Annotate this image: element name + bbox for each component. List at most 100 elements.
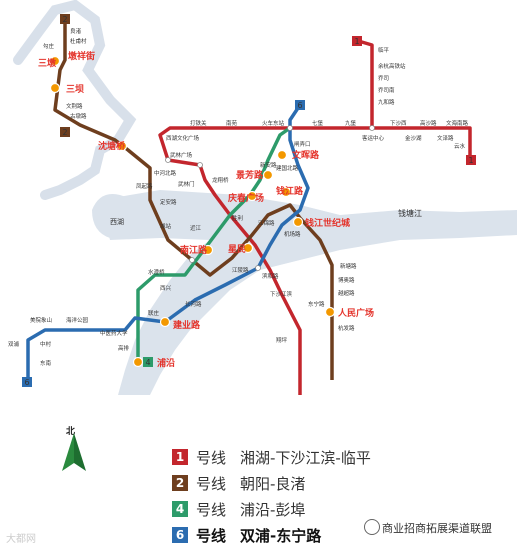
legend-line-2-word: 号线: [196, 474, 227, 493]
svg-text:6: 6: [297, 101, 302, 110]
legend-line-4-badge: 4: [172, 501, 188, 517]
svg-text:西湖文化广场: 西湖文化广场: [166, 134, 200, 142]
interchange-dots: [49, 55, 336, 368]
svg-text:打铁关: 打铁关: [190, 119, 207, 127]
svg-text:九堡: 九堡: [345, 119, 357, 127]
svg-text:闸弄口: 闸弄口: [294, 140, 311, 148]
svg-text:双浦: 双浦: [8, 340, 20, 348]
line-6-marker-bottom: 6: [22, 377, 32, 387]
qiantang-river-label: 钱塘江: [398, 208, 422, 218]
svg-text:长河路: 长河路: [185, 300, 202, 308]
river-grand-canal: [13, 0, 137, 200]
water-west-lake: [92, 194, 139, 239]
legend-line-2-route: 朝阳-良渚: [240, 474, 306, 493]
north-label: 北: [66, 427, 76, 437]
legend-line-1-route: 湘湖-下沙江滨-临平: [240, 448, 371, 467]
svg-text:客运中心: 客运中心: [362, 134, 385, 142]
station-label-wenhui: 文晖路: [291, 149, 320, 161]
legend-line-4-route: 浦沿-彭埠: [240, 500, 306, 519]
svg-text:近江: 近江: [190, 224, 202, 232]
svg-text:火车东站: 火车东站: [262, 119, 285, 127]
watermark-left: 大都网: [6, 534, 36, 545]
legend-line-1-word: 号线: [196, 448, 227, 467]
legend-line-6: 6 号线 双浦-东宁路: [172, 524, 321, 546]
legend-line-6-word: 号线: [196, 526, 227, 545]
line-2-marker-top: 2: [60, 14, 70, 24]
svg-text:越超路: 越超路: [338, 289, 355, 297]
line-2-marker-mid: 2: [60, 127, 70, 137]
svg-text:云水: 云水: [454, 142, 466, 150]
svg-text:定安路: 定安路: [160, 198, 177, 206]
svg-text:南苑: 南苑: [226, 119, 238, 127]
svg-text:西兴: 西兴: [160, 284, 172, 292]
legend-line-2: 2 号线 朝阳-良渚: [172, 472, 305, 494]
svg-text:乔司: 乔司: [378, 75, 389, 82]
svg-text:高排: 高排: [118, 344, 130, 352]
svg-text:2: 2: [62, 15, 67, 24]
svg-text:文泽路: 文泽路: [437, 134, 454, 142]
svg-text:2: 2: [62, 128, 67, 137]
svg-text:中医药大学: 中医药大学: [100, 329, 128, 337]
svg-text:6: 6: [24, 378, 29, 387]
svg-text:七堡: 七堡: [312, 119, 324, 127]
svg-text:滨和路: 滨和路: [262, 272, 279, 280]
wechat-icon: [364, 519, 380, 535]
svg-text:1: 1: [354, 37, 359, 46]
svg-text:东宁路: 东宁路: [308, 300, 325, 308]
north-arrow-icon: [62, 433, 86, 471]
legend-line-4-word: 号线: [196, 500, 227, 519]
svg-text:临平: 临平: [378, 46, 390, 54]
svg-text:博奥路: 博奥路: [338, 276, 355, 284]
svg-text:武林广场: 武林广场: [170, 151, 193, 159]
line-1-marker-east: 1: [466, 155, 476, 165]
svg-text:4: 4: [145, 358, 150, 367]
west-lake-label: 西湖: [110, 217, 124, 226]
station-label-jingfang: 景芳路: [236, 169, 264, 181]
svg-text:东南: 东南: [40, 359, 52, 367]
svg-text:新塘路: 新塘路: [340, 262, 357, 270]
svg-text:杜甫村: 杜甫村: [70, 37, 87, 45]
svg-text:下沙西: 下沙西: [390, 120, 407, 127]
svg-text:龙翔桥: 龙翔桥: [212, 176, 229, 184]
legend-line-4: 4 号线 浦沿-彭埠: [172, 498, 305, 520]
station-label-qingchun: 庆春广场: [227, 192, 264, 204]
svg-text:翔坪: 翔坪: [276, 336, 288, 344]
line-1-marker-top: 1: [352, 36, 362, 46]
station-label-xingmin: 星民: [228, 244, 246, 255]
svg-text:胜利: 胜利: [232, 214, 243, 222]
svg-text:中村: 中村: [40, 340, 52, 348]
legend-line-1: 1 号线 湘湖-下沙江滨-临平: [172, 446, 371, 468]
svg-text:1: 1: [468, 156, 473, 165]
station-dots: [165, 125, 375, 271]
station-label-jianye: 建业路: [173, 319, 201, 331]
legend-line-6-badge: 6: [172, 527, 188, 543]
line-6-path: [26, 104, 310, 380]
station-label-sandun: 三墩: [38, 57, 57, 69]
station-label-renmin: 人民广场: [337, 307, 374, 319]
svg-text:文海南路: 文海南路: [446, 119, 469, 127]
watermark-right: 商业招商拓展渠道联盟: [382, 522, 492, 535]
svg-text:乔司南: 乔司南: [378, 86, 395, 94]
station-label-shenhua: 沈塘桥: [98, 140, 126, 152]
svg-text:海洋公园: 海洋公园: [66, 316, 89, 324]
station-label-puyan: 浦沿: [157, 357, 175, 369]
svg-text:美院象山: 美院象山: [30, 316, 52, 324]
svg-text:凤起路: 凤起路: [136, 182, 153, 190]
line-6-marker-top: 6: [295, 100, 305, 110]
svg-text:文荆路: 文荆路: [66, 102, 83, 110]
svg-text:余杭高铁站: 余杭高铁站: [378, 62, 406, 70]
svg-text:武林门: 武林门: [178, 180, 195, 188]
svg-text:九和路: 九和路: [378, 98, 395, 106]
svg-text:良渚: 良渚: [70, 27, 82, 35]
svg-text:金沙湖: 金沙湖: [405, 134, 422, 142]
station-label-nanjiang: 南江路: [180, 244, 208, 256]
svg-text:高沙路: 高沙路: [420, 119, 437, 127]
svg-text:勾庄: 勾庄: [43, 42, 55, 50]
station-label-qianjiang: 钱江路: [276, 185, 304, 197]
svg-text:建国北路: 建国北路: [276, 164, 299, 172]
highlight-labels: 三墩 墩祥街 三坝 沈塘桥 文晖路 景芳路 庆春广场 钱江路 钱江世纪城 南江路…: [38, 50, 374, 369]
station-label-qianjiang-cc: 钱江世纪城: [305, 217, 350, 229]
svg-text:江锦路: 江锦路: [258, 219, 275, 227]
line-4-path: [136, 126, 292, 362]
metro-map: 西湖 钱塘江 1 1 2 2 4 6 6 三墩 墩祥街 三坝 沈塘桥: [8, 0, 517, 395]
